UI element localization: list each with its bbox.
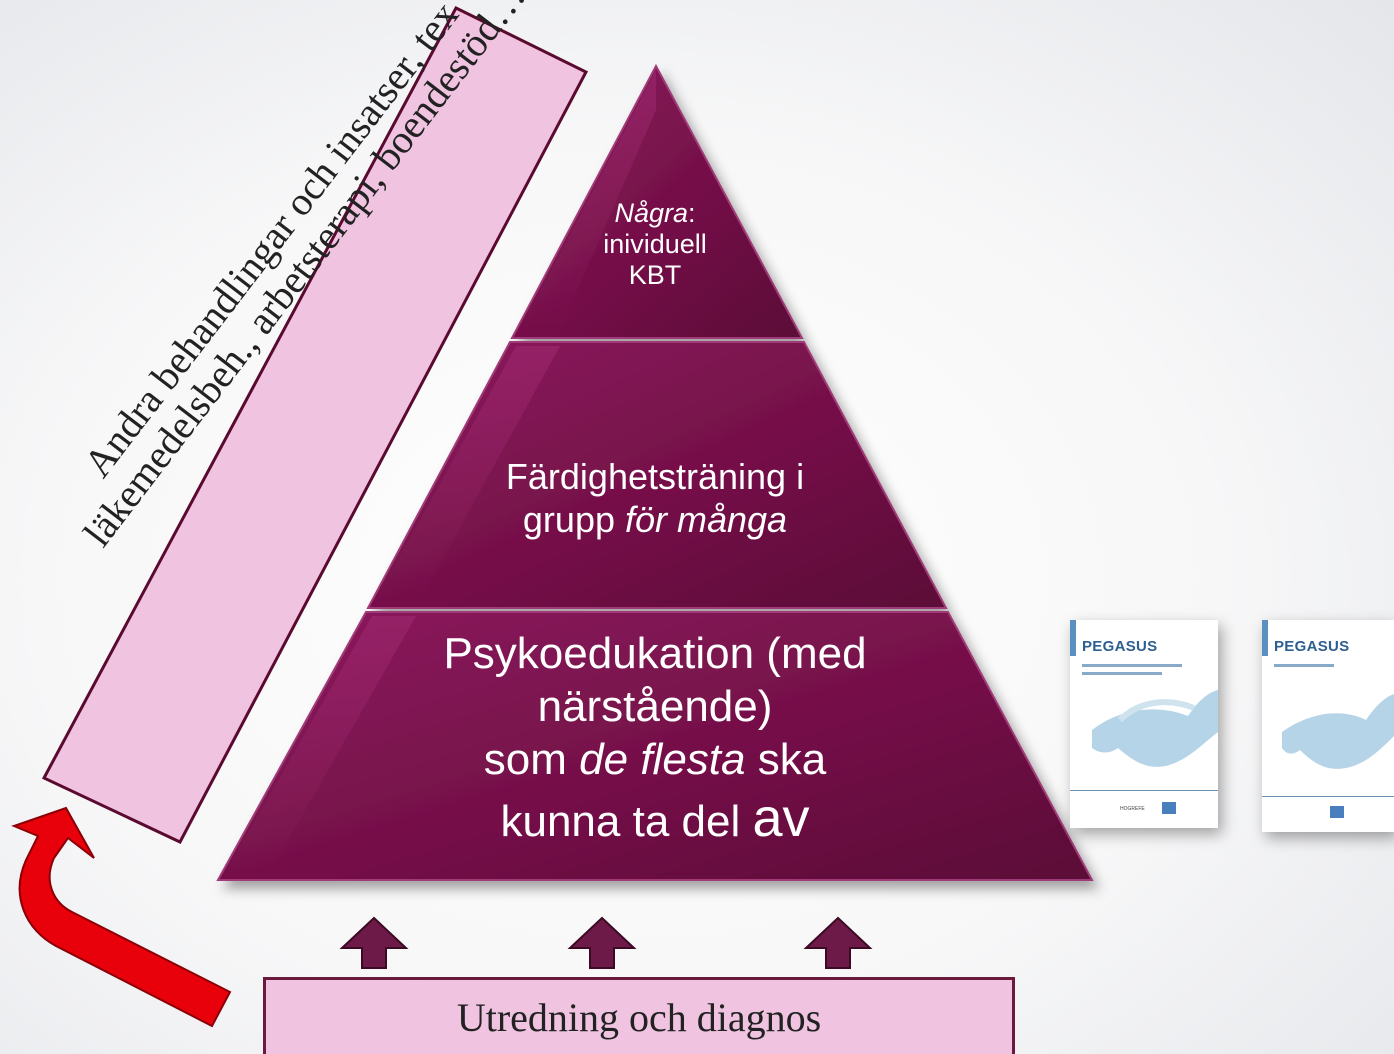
book-rule (1262, 796, 1394, 797)
tier-bottom-label: Psykoedukation (med närstående) som de f… (355, 628, 955, 851)
book-title: PEGASUS (1082, 638, 1158, 655)
tier-top-colon: : (688, 198, 696, 228)
book-rule (1070, 790, 1218, 791)
publisher-logo-icon (1330, 806, 1344, 818)
pyramid-tier-bottom (216, 611, 1094, 881)
book-spine (1262, 620, 1268, 656)
tier-bottom-line2: närstående) (537, 681, 773, 731)
up-arrow-icon (803, 916, 873, 969)
curved-arrow-icon (11, 806, 232, 1028)
up-arrow-icon (567, 916, 637, 969)
up-arrows (339, 916, 873, 969)
book-cover-1: PEGASUS HOGREFE (1070, 620, 1218, 828)
book-subtitle-line (1274, 664, 1334, 667)
tier-middle-label: Färdighetsträning i grupp för många (440, 455, 870, 541)
base-box: Utredning och diagnos (263, 977, 1015, 1054)
tier-top-line2: inividuell (603, 229, 707, 260)
pegasus-logo-icon (1092, 690, 1218, 767)
tier-bottom-line3-b: ska (745, 734, 827, 784)
tier-bottom-line3-a: som (483, 734, 580, 784)
tier-top-label: Några: inividuell KBT (560, 198, 750, 291)
tier-top-line3: KBT (628, 260, 682, 291)
publisher-logo-icon (1162, 802, 1176, 814)
tier-bottom-line3-italic: de flesta (579, 734, 746, 784)
book-cover-2: PEGASUS (1262, 620, 1394, 832)
pegasus-logo-icon (1282, 694, 1394, 769)
tier-bottom-line4-big: av (752, 788, 810, 849)
up-arrow-icon (339, 916, 409, 969)
book-subtitle-line (1082, 672, 1162, 675)
tier-bottom-line4-plain: kunna ta del (500, 797, 753, 847)
base-label: Utredning och diagnos (456, 994, 822, 1040)
book-subtitle-line (1082, 664, 1182, 667)
book-publisher: HOGREFE (1120, 806, 1145, 812)
book-spine (1070, 620, 1076, 656)
tier-bottom-line1: Psykoedukation (med (443, 629, 867, 678)
tier-top-italic: Några (614, 198, 689, 228)
tier-middle-line2-plain: grupp (522, 499, 625, 541)
tier-middle-line1: Färdighetsträning i (505, 456, 805, 497)
tier-middle-line2-italic: för många (624, 499, 788, 541)
book-title: PEGASUS (1274, 638, 1350, 655)
